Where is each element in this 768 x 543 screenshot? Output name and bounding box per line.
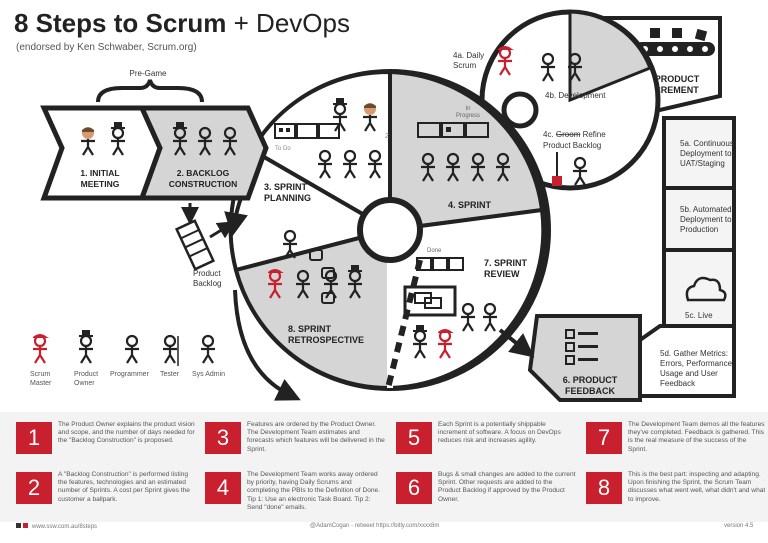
footer-center: @AdamCogan - retweet https://bitly.com/x… bbox=[310, 523, 439, 529]
product-backlog-icon bbox=[177, 221, 214, 269]
step-number-2: 2 bbox=[16, 472, 52, 504]
step-number-7: 7 bbox=[586, 422, 622, 454]
todo-label: To Do bbox=[275, 146, 291, 152]
pregame-label: Pre-Game bbox=[130, 69, 167, 78]
footer-right: version 4.5 bbox=[724, 523, 753, 529]
step-description-2: A "Backlog Construction" is performed li… bbox=[58, 471, 196, 504]
step-description-3: Features are ordered by the Product Owne… bbox=[247, 421, 385, 454]
step-number-3: 3 bbox=[205, 422, 241, 454]
done-label: Done bbox=[427, 248, 442, 254]
broom-icon bbox=[552, 176, 562, 186]
footer-left: www.ssw.com.au/8steps bbox=[16, 523, 97, 530]
step-description-6: Bugs & small changes are added to the cu… bbox=[438, 471, 576, 504]
step-number-4: 4 bbox=[205, 472, 241, 504]
live-label: 5c. Live bbox=[685, 311, 713, 320]
legend-programmer: Programmer bbox=[110, 371, 150, 378]
legend-sysadmin: Sys Admin bbox=[192, 371, 225, 378]
step-description-7: The Development Team demos all the featu… bbox=[628, 421, 766, 454]
step-number-8: 8 bbox=[586, 472, 622, 504]
step-number-1: 1 bbox=[16, 422, 52, 454]
step-description-8: This is the best part: inspecting and ad… bbox=[628, 471, 766, 504]
legend-tester: Tester bbox=[160, 371, 180, 378]
development-label: 4b. Development bbox=[545, 91, 606, 100]
step-number-5: 5 bbox=[396, 422, 432, 454]
step-description-4: The Development Team works away ordered … bbox=[247, 471, 385, 512]
step-number-6: 6 bbox=[396, 472, 432, 504]
step-description-1: The Product Owner explains the product v… bbox=[58, 421, 196, 446]
svg-text:2: 2 bbox=[385, 133, 389, 140]
pregame-bracket bbox=[98, 80, 202, 102]
sprint-label: 4. SPRINT bbox=[448, 200, 492, 210]
step-description-5: Each Sprint is a potentially shippable i… bbox=[438, 421, 576, 446]
cycle-hub bbox=[360, 200, 420, 260]
role-legend bbox=[33, 330, 215, 366]
